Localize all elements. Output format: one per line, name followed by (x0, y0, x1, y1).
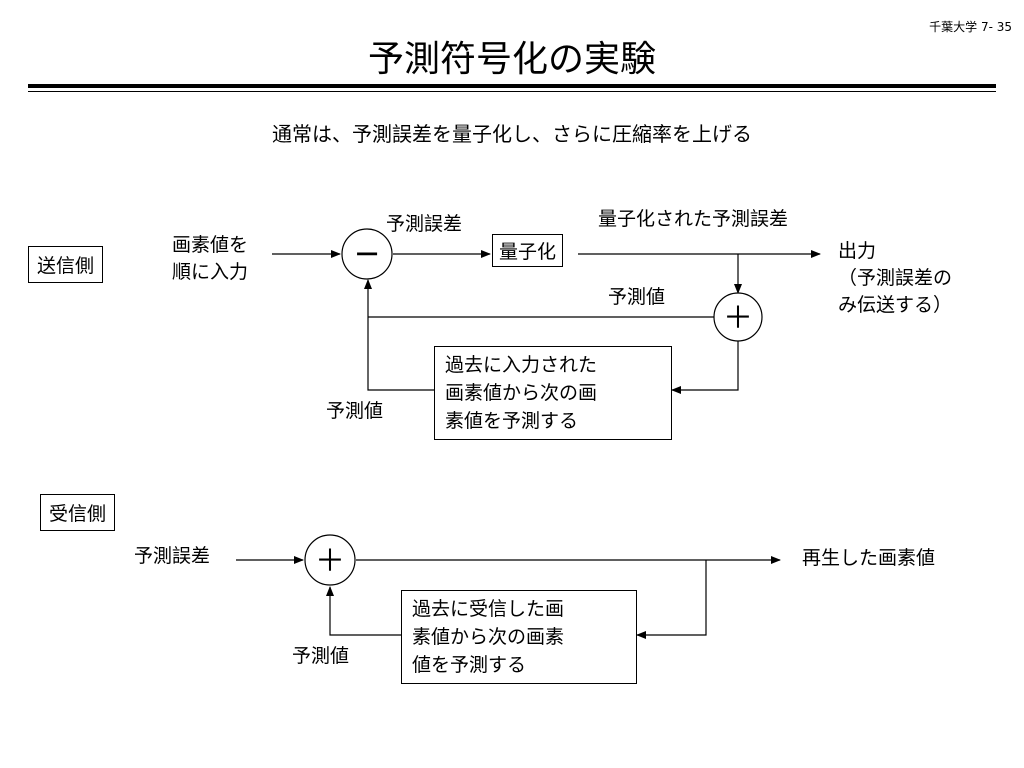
sender-predictor-line3: 素値を予測する (445, 410, 579, 432)
title-rule-thin (28, 91, 996, 92)
sender-output-line2: （予測誤差の (838, 267, 953, 289)
quantizer-label: 量子化 (499, 241, 557, 263)
receiver-adder-node (304, 534, 356, 586)
receiver-predictor-line2: 素値から次の画素 (412, 626, 565, 648)
intro-text: 通常は、予測誤差を量子化し、さらに圧縮率を上げる (272, 122, 752, 146)
sender-input-label-line2: 順に入力 (172, 261, 249, 283)
sender-predictor-box: 過去に入力された 画素値から次の画 素値を予測する (434, 346, 672, 440)
sender-predictor-loop (367, 317, 434, 391)
sender-subtractor-node (341, 228, 393, 280)
sender-output-line3: み伝送する） (838, 294, 953, 316)
sender-error-label: 予測誤差 (386, 213, 463, 235)
receiver-predicted-value: 予測値 (292, 645, 350, 667)
sender-plus-symbol: ＋ (723, 301, 753, 336)
sender-adder-node (713, 292, 763, 342)
receiver-predictor-loop (326, 586, 401, 636)
sender-adder-to-predictor (671, 341, 739, 394)
sender-predictor-line1: 過去に入力された (445, 354, 598, 376)
sender-predicted-value-lower: 予測値 (326, 400, 384, 422)
sender-predicted-value-upper: 予測値 (608, 286, 666, 308)
receiver-predictor-line1: 過去に受信した画 (412, 598, 565, 620)
sender-section-text: 送信側 (37, 255, 95, 277)
sender-input-label: 画素値を 順に入力 (172, 232, 248, 286)
receiver-section-label: 受信側 (40, 494, 116, 531)
quantizer-block: 量子化 (492, 234, 564, 267)
sender-input-label-line1: 画素値を (172, 234, 249, 256)
sender-output-label: 出力 （予測誤差の み伝送する） (838, 238, 952, 319)
sender-minus-symbol: − (354, 234, 381, 272)
receiver-predictor-line3: 値を予測する (412, 654, 527, 676)
page-number: 千葉大学 7- 35 (929, 20, 1012, 34)
receiver-plus-symbol: ＋ (315, 544, 345, 579)
receiver-section-text: 受信側 (49, 503, 107, 525)
receiver-branch-line (636, 560, 707, 639)
sender-output-line1: 出力 (838, 240, 877, 262)
receiver-predictor-box: 過去に受信した画 素値から次の画素 値を予測する (401, 590, 637, 684)
receiver-error-label: 予測誤差 (134, 545, 211, 567)
sender-predictor-line2: 画素値から次の画 (445, 382, 598, 404)
sender-section-label: 送信側 (28, 246, 104, 283)
quantized-error-label: 量子化された予測誤差 (598, 208, 789, 230)
title-rule-thick (28, 84, 996, 88)
receiver-output-label: 再生した画素値 (802, 547, 936, 569)
slide-title: 予測符号化の実験 (367, 39, 656, 80)
